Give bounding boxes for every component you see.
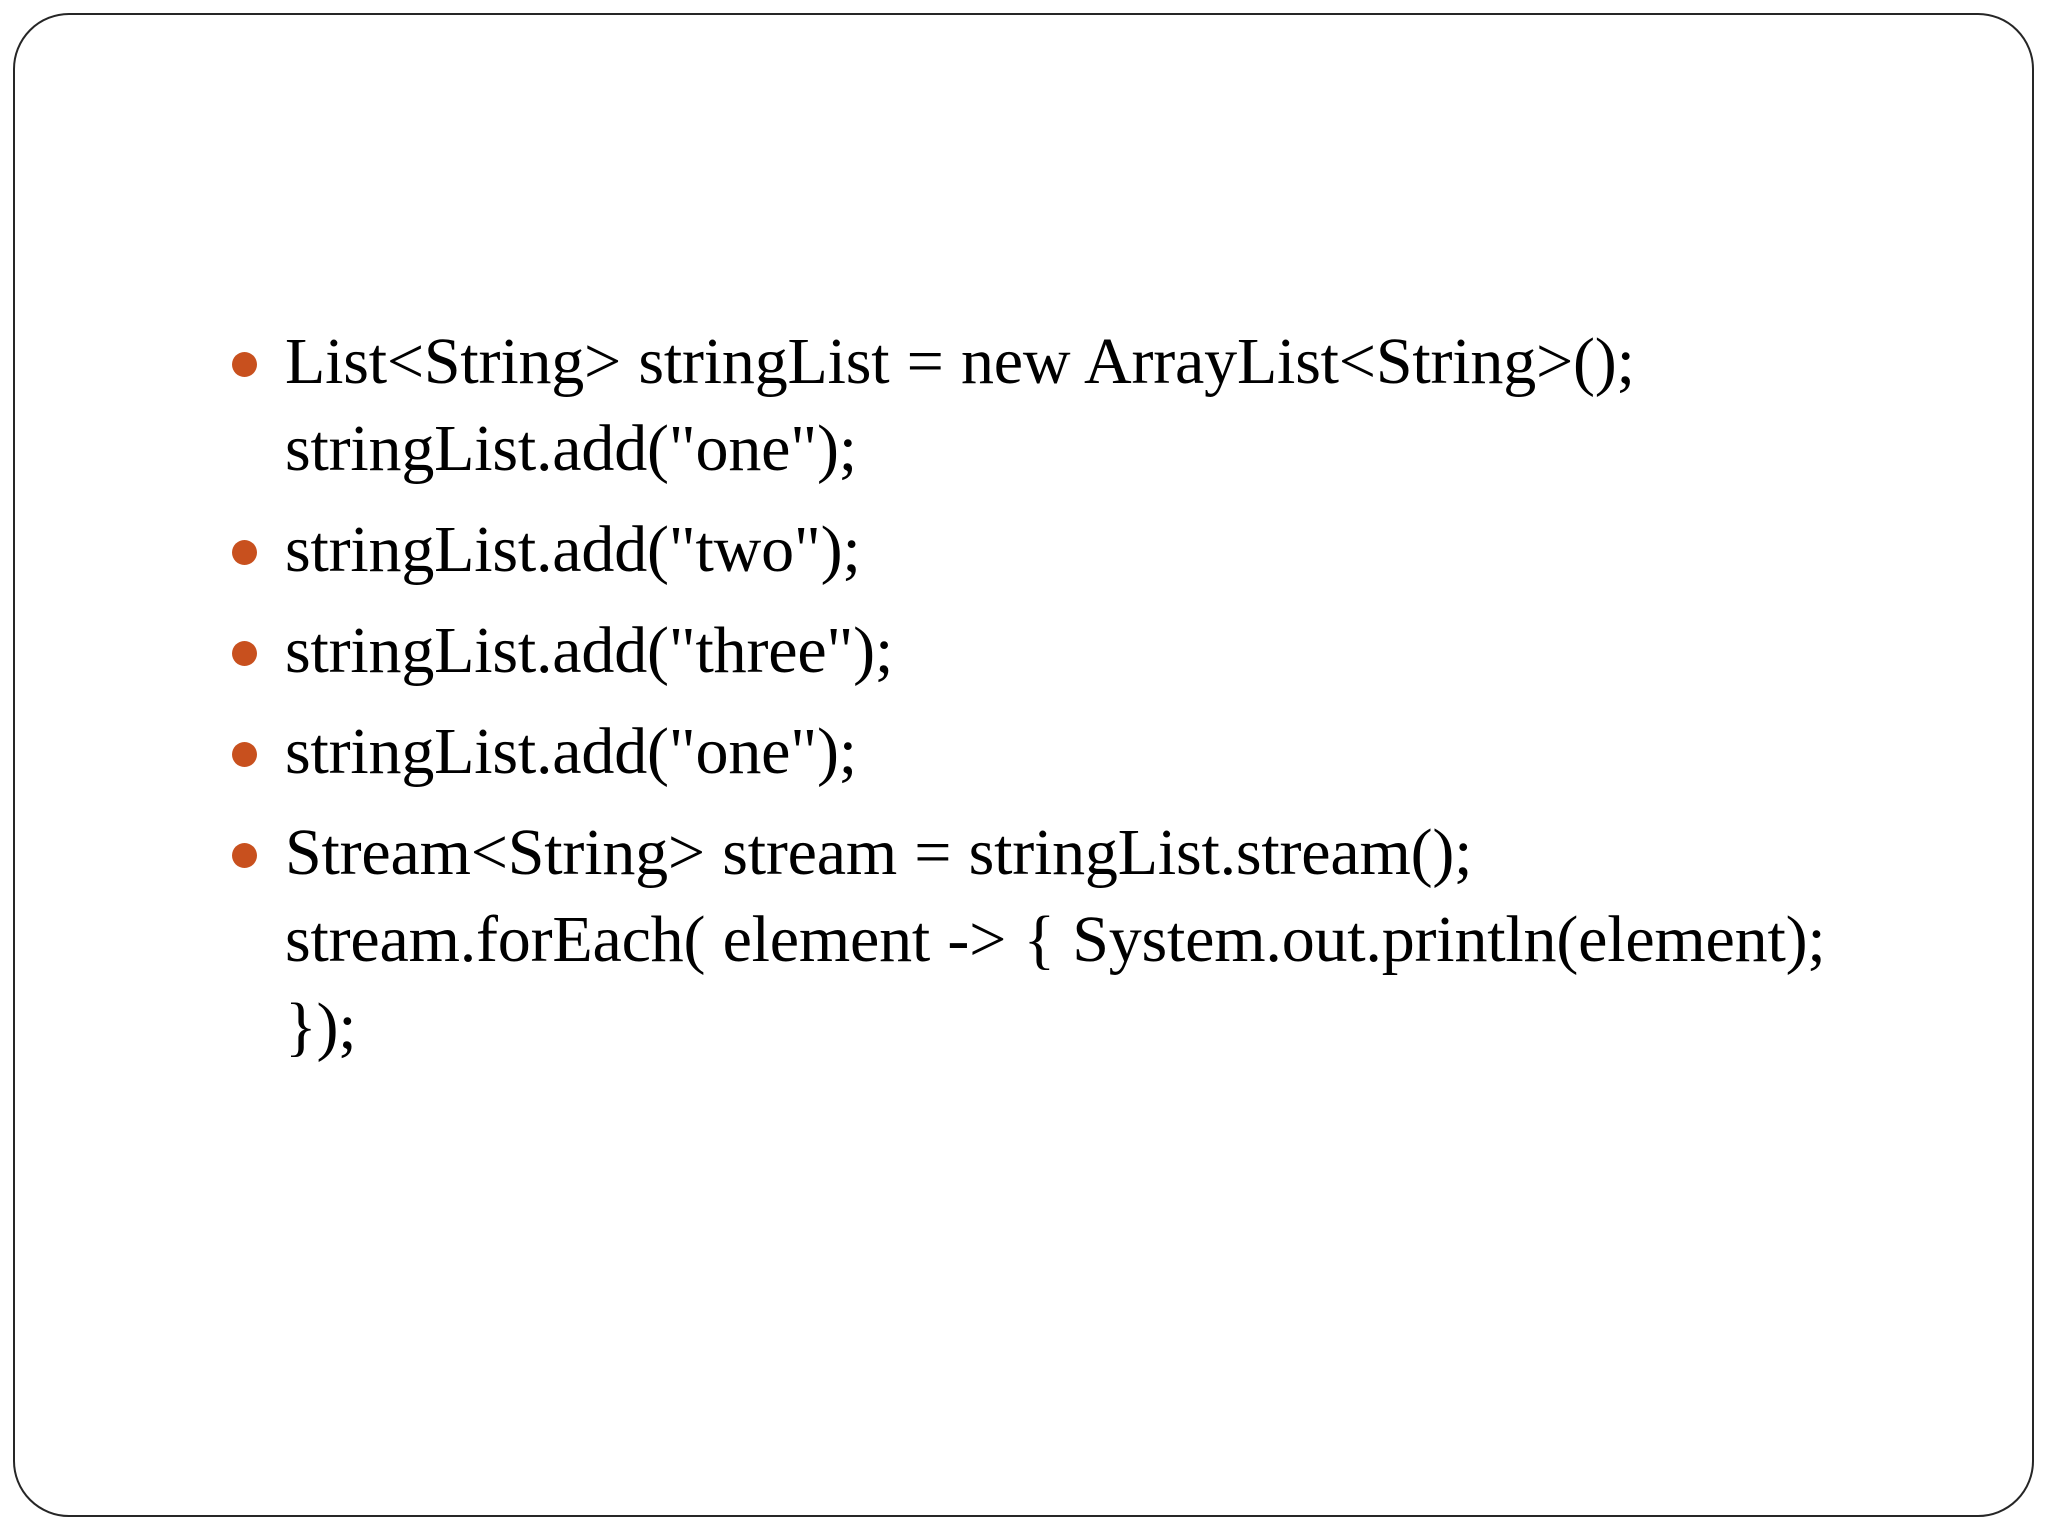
list-item: stringList.add("two"); [225,506,1925,593]
bullet-text-line: List<String> stringList = new ArrayList<… [285,325,1635,485]
list-item: List<String> stringList = new ArrayList<… [225,318,1925,492]
round-bullet-icon [232,843,257,868]
round-bullet-icon [232,641,257,666]
list-item: stringList.add("three"); [225,607,1925,694]
round-bullet-icon [232,540,257,565]
bullet-text-line: stringList.add("two"); [285,513,861,586]
round-bullet-icon [232,352,257,377]
bullet-text-line: stringList.add("one"); [285,715,857,788]
bullet-text-line: Stream<String> stream = stringList.strea… [285,816,1826,1063]
list-item: Stream<String> stream = stringList.strea… [225,809,1925,1070]
code-bullet-list: List<String> stringList = new ArrayList<… [225,318,1925,1070]
round-bullet-icon [232,742,257,767]
slide-content-body: List<String> stringList = new ArrayList<… [225,318,1925,1070]
list-item: stringList.add("one"); [225,708,1925,795]
bullet-text-line: stringList.add("three"); [285,614,894,687]
